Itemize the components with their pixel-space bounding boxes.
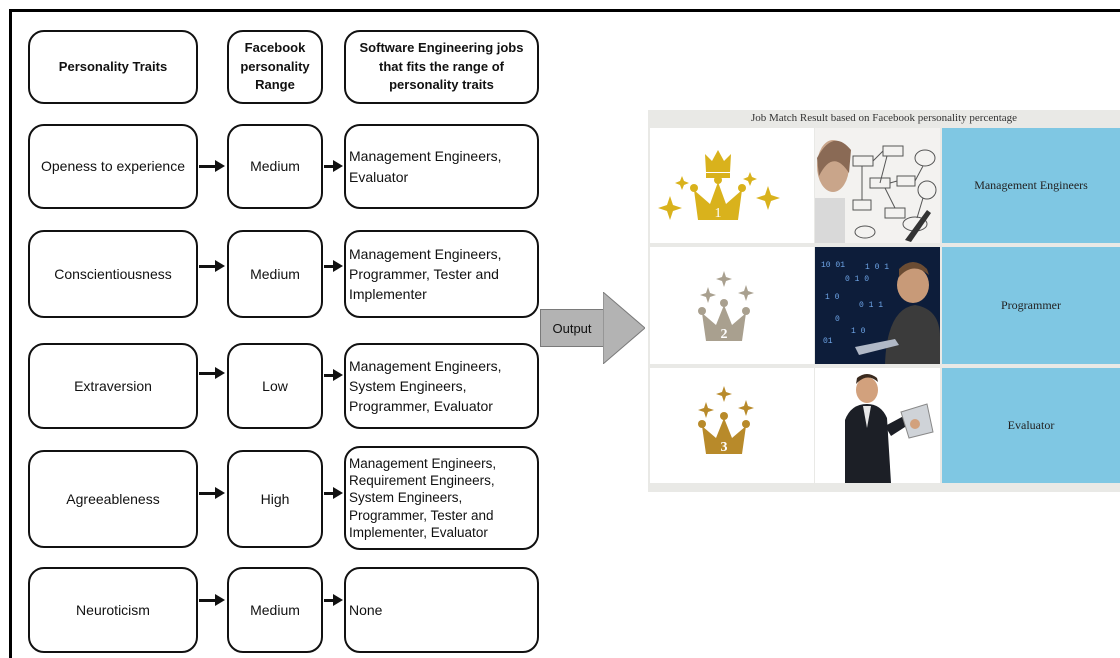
- programmer-image: 10 010 1 0 1 0 0 1 1 0 1 0 1 1 0 01: [815, 247, 940, 364]
- rank-number: 2: [721, 327, 728, 342]
- photo-management-engineers: [815, 128, 940, 243]
- range-box: Medium: [227, 567, 323, 653]
- jobs-box: Management Engineers, System Engineers, …: [344, 343, 539, 429]
- job-match-result-panel: Job Match Result based on Facebook perso…: [648, 110, 1120, 492]
- header-personality-traits: Personality Traits: [28, 30, 198, 104]
- arrow: [199, 487, 225, 499]
- arrow: [324, 260, 343, 272]
- arrow: [324, 369, 343, 381]
- rank-cell-3: 3: [650, 368, 814, 483]
- svg-text:10 01: 10 01: [821, 261, 845, 270]
- rank-cell-1: 1: [650, 128, 814, 243]
- frame-left-border: [9, 9, 12, 658]
- range-box: Medium: [227, 230, 323, 318]
- job-cell-2: Programmer: [942, 247, 1120, 364]
- svg-text:0 1 0: 0 1 0: [845, 275, 869, 284]
- svg-text:0: 0: [835, 315, 840, 324]
- output-arrow-shaft: [540, 309, 604, 347]
- crown-rank-1-icon: 1: [658, 150, 780, 221]
- trait-box: Extraversion: [28, 343, 198, 429]
- range-box: Medium: [227, 124, 323, 209]
- header-software-jobs: Software Engineering jobs that fits the …: [344, 30, 539, 104]
- svg-text:1 0: 1 0: [825, 293, 840, 302]
- crown-rank-2-icon: 2: [698, 271, 754, 342]
- frame-top-border: [9, 9, 1120, 12]
- arrow: [324, 594, 343, 606]
- person-diagram-image: [815, 128, 940, 243]
- job-cell-1: Management Engineers: [942, 128, 1120, 243]
- svg-text:1 0: 1 0: [851, 327, 866, 336]
- job-cell-3: Evaluator: [942, 368, 1120, 483]
- arrow: [199, 594, 225, 606]
- arrow: [199, 367, 225, 379]
- arrow: [324, 160, 343, 172]
- trait-box: Conscientiousness: [28, 230, 198, 318]
- svg-text:01: 01: [823, 337, 833, 346]
- range-box: High: [227, 450, 323, 548]
- jobs-box: Management Engineers, Requirement Engine…: [344, 446, 539, 550]
- range-box: Low: [227, 343, 323, 429]
- trait-box: Agreeableness: [28, 450, 198, 548]
- arrow: [199, 260, 225, 272]
- arrow: [324, 487, 343, 499]
- result-title: Job Match Result based on Facebook perso…: [750, 112, 1018, 124]
- jobs-box: Management Engineers, Programmer, Tester…: [344, 230, 539, 318]
- arrow: [199, 160, 225, 172]
- photo-evaluator: [815, 368, 940, 483]
- trait-box: Openess to experience: [28, 124, 198, 209]
- crown-rank-3-icon: 3: [698, 386, 754, 455]
- rank-number: 1: [715, 206, 722, 221]
- evaluator-image: [815, 368, 940, 483]
- output-arrow-head: [603, 292, 645, 364]
- rank-number: 3: [721, 440, 728, 455]
- output-label: Output: [552, 320, 592, 336]
- jobs-box: Management Engineers, Evaluator: [344, 124, 539, 209]
- svg-text:0 1 1: 0 1 1: [859, 301, 883, 310]
- output-arrow: Output: [540, 292, 645, 364]
- jobs-box: None: [344, 567, 539, 653]
- rank-cell-2: 2: [650, 247, 814, 364]
- svg-text:1 0 1: 1 0 1: [865, 263, 889, 272]
- trait-box: Neuroticism: [28, 567, 198, 653]
- header-facebook-range: Facebook personality Range: [227, 30, 323, 104]
